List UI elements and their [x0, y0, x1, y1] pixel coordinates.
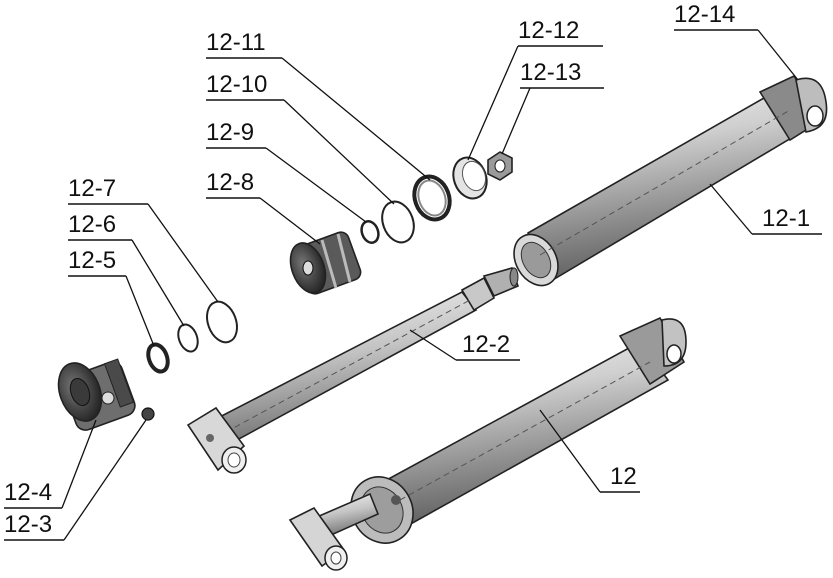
svg-text:12-6: 12-6 — [68, 211, 116, 238]
svg-text:12-9: 12-9 — [206, 119, 254, 146]
svg-text:12-13: 12-13 — [520, 59, 581, 86]
callout-12-2: 12-2 — [409, 329, 520, 361]
guide-ring-12-12-part — [452, 156, 488, 200]
ring-12-10-part — [381, 200, 415, 244]
callout-12-11: 12-11 — [206, 29, 431, 181]
callout-12-6: 12-6 — [68, 211, 185, 327]
svg-text:12-12: 12-12 — [518, 17, 579, 44]
svg-text:12-2: 12-2 — [462, 331, 510, 358]
callout-12-3: 12-3 — [4, 419, 147, 541]
svg-text:12-5: 12-5 — [68, 247, 116, 274]
piston-part — [289, 231, 362, 295]
callout-12-10: 12-10 — [206, 71, 395, 205]
svg-text:12-8: 12-8 — [206, 169, 254, 196]
svg-text:12-11: 12-11 — [206, 29, 266, 56]
nut-12-13-part — [487, 151, 513, 181]
ball-12-3-part — [141, 407, 155, 421]
svg-text:12-7: 12-7 — [68, 175, 116, 202]
seal-12-11-part — [412, 174, 452, 222]
svg-text:12-3: 12-3 — [4, 511, 52, 538]
svg-text:12-10: 12-10 — [206, 71, 267, 98]
ring-12-7-part — [206, 300, 238, 344]
assembled-cylinder-part — [288, 316, 687, 571]
svg-text:12: 12 — [610, 463, 637, 490]
svg-text:12-1: 12-1 — [762, 205, 810, 232]
guide-sleeve-12-4-part — [57, 358, 136, 431]
svg-text:12-14: 12-14 — [674, 1, 735, 28]
seal-12-5-part — [146, 342, 170, 374]
callout-12-9: 12-9 — [206, 119, 367, 223]
cylinder-barrel-part — [513, 74, 828, 287]
piston-rod-part — [186, 267, 519, 474]
callout-12-8: 12-8 — [206, 169, 321, 245]
callout-12-5: 12-5 — [68, 247, 155, 347]
callout-12: 12 — [539, 409, 640, 493]
ring-12-9-part — [360, 220, 380, 244]
callout-12-7: 12-7 — [68, 175, 219, 303]
callout-12-14: 12-14 — [674, 1, 799, 81]
callout-12-4: 12-4 — [4, 419, 97, 509]
ring-12-6-part — [177, 323, 199, 353]
svg-text:12-4: 12-4 — [4, 479, 52, 506]
callout-12-12: 12-12 — [467, 17, 603, 161]
callout-12-1: 12-1 — [709, 183, 822, 235]
callout-12-13: 12-13 — [501, 59, 604, 155]
